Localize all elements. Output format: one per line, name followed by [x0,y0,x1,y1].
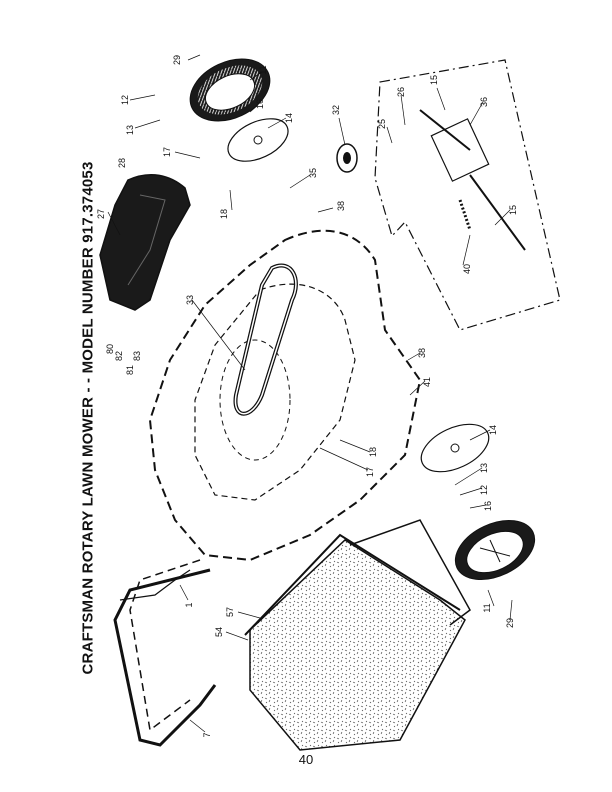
callout-15: 15 [429,75,439,85]
drive-belt [233,263,298,416]
callout-27: 27 [96,209,106,219]
callout-57: 57 [225,607,235,617]
callout-12: 12 [120,95,130,105]
callout-28: 28 [117,158,127,168]
callout-17: 17 [365,467,375,477]
callout-83: 83 [132,351,142,361]
handle [113,559,217,747]
callout-13: 13 [479,463,489,473]
callout-17: 17 [162,147,172,157]
callout-14: 14 [488,425,498,435]
callout-40: 40 [462,264,472,274]
callout-16: 16 [255,99,265,109]
callout-11: 11 [258,65,268,74]
front-wheel-lower [454,519,536,581]
callout-38: 38 [336,201,346,211]
callout-54: 54 [214,627,224,637]
callout-29: 29 [172,55,182,65]
callout-36: 36 [479,97,489,107]
rear-wheel-upper [189,58,271,122]
callout-1: 1 [184,602,194,607]
callout-81: 81 [125,365,135,375]
mower-deck [148,229,422,562]
rear-discharge-guard [99,173,191,311]
callout-33: 33 [185,295,195,305]
wheel-plate-lower [420,423,490,473]
callout-13: 13 [125,125,135,135]
pulley [336,143,358,173]
callout-29: 29 [505,618,515,628]
callout-32: 32 [331,105,341,115]
callout-12: 12 [479,485,489,495]
wheel-plate-upper [227,118,289,162]
callout-16: 16 [483,501,493,511]
callout-41: 41 [422,377,432,387]
drive-assembly-outline [374,59,561,331]
grass-bag [244,519,471,751]
page-number: 40 [298,752,314,767]
callout-26: 26 [396,87,406,97]
callout-38: 38 [417,348,427,358]
leader-lines [107,54,513,733]
callout-labels: 29 11 12 13 16 14 17 32 26 15 36 25 28 1… [96,55,518,738]
callout-18: 18 [219,209,229,219]
callout-7: 7 [202,732,212,737]
callout-14: 14 [284,113,294,123]
callout-80: 80 [105,344,115,354]
transmission [419,109,526,251]
callout-11: 11 [482,603,492,612]
callout-25: 25 [377,119,387,129]
callout-18: 18 [368,447,378,457]
callout-82: 82 [114,351,124,361]
callout-35: 35 [308,168,318,178]
callout-15: 15 [508,205,518,215]
